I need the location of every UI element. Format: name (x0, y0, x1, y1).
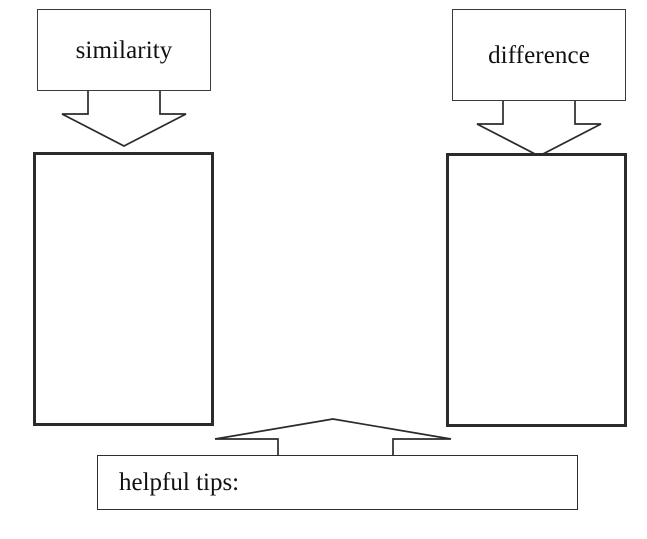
similarity-label-text: similarity (75, 36, 173, 64)
difference-answer-panel[interactable] (446, 153, 627, 427)
helpful-tips-text: helpful tips: (119, 469, 240, 496)
similarity-answer-panel[interactable] (33, 152, 214, 426)
difference-label-box[interactable]: difference (452, 9, 626, 101)
difference-label-text: difference (488, 41, 590, 69)
down-arrow-similarity-icon (61, 85, 187, 147)
up-arrow-tips-icon (214, 418, 452, 460)
similarity-label-box[interactable]: similarity (37, 9, 211, 91)
helpful-tips-box[interactable]: helpful tips: (97, 455, 578, 510)
down-arrow-difference-icon (476, 95, 602, 157)
